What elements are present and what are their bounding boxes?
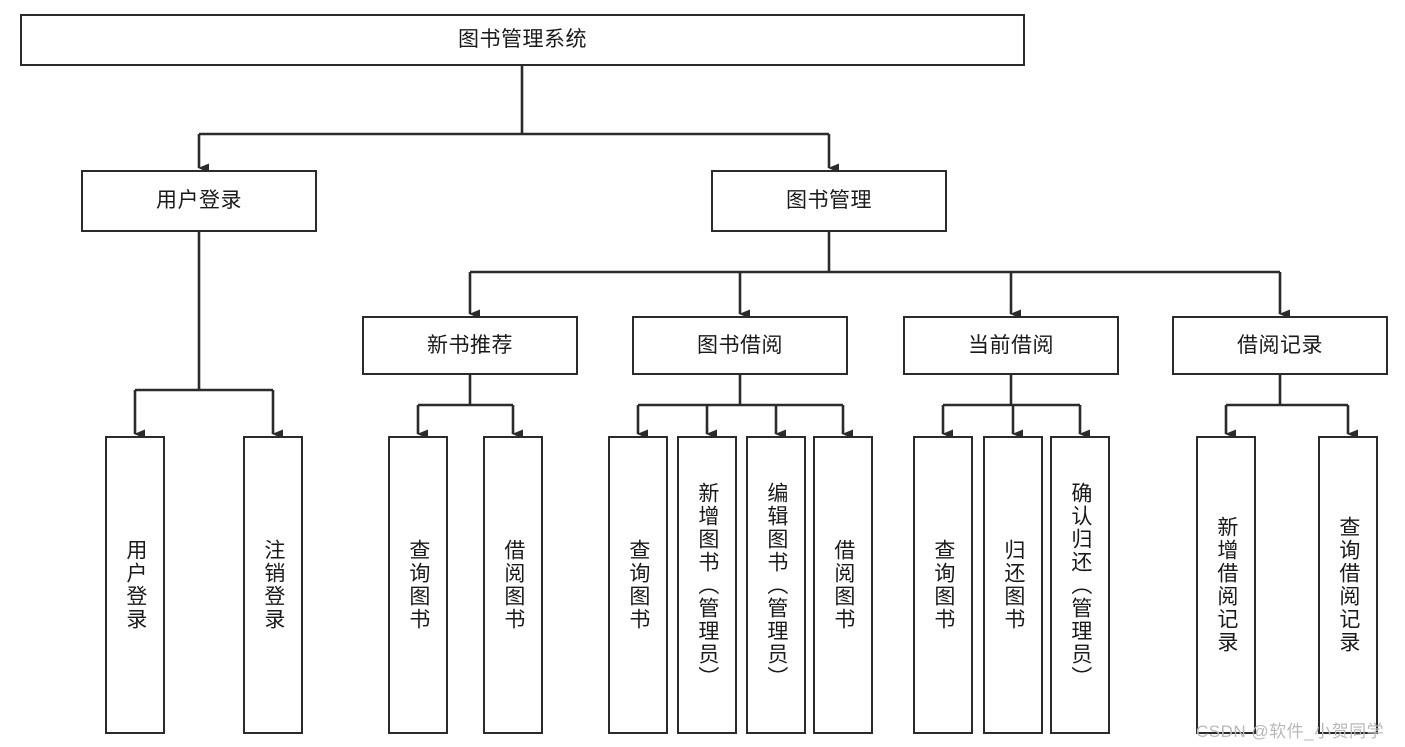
node-label: 图书管理系统	[458, 28, 587, 52]
csdn-watermark: CSDN @软件_小贺同学	[1196, 722, 1385, 741]
node-label: 图书管理	[786, 189, 872, 213]
leaf-node-leaf-query-book-current[interactable]: 查询图书	[913, 436, 973, 734]
node-label: 用户登录	[156, 189, 242, 213]
leaf-node-leaf-add-borrow-record[interactable]: 新增借阅记录	[1196, 436, 1256, 734]
node-current-borrow[interactable]: 当前借阅	[903, 316, 1119, 375]
leaf-node-leaf-user-logout[interactable]: 注销登录	[243, 436, 303, 734]
node-label: 查询图书	[931, 539, 955, 631]
node-borrow-record[interactable]: 借阅记录	[1172, 316, 1388, 375]
node-label: 新增借阅记录	[1214, 516, 1238, 654]
node-label: 注销登录	[261, 539, 285, 631]
node-label: 确认归还（管理员）	[1068, 481, 1092, 689]
leaf-node-leaf-borrow-book[interactable]: 借阅图书	[813, 436, 873, 734]
node-user-login[interactable]: 用户登录	[81, 170, 317, 232]
connector-group	[133, 66, 1358, 439]
leaf-node-leaf-add-book-admin[interactable]: 新增图书（管理员）	[677, 436, 737, 734]
node-book-borrow[interactable]: 图书借阅	[632, 316, 848, 375]
node-label: 归还图书	[1001, 539, 1025, 631]
leaf-node-leaf-query-book-rec[interactable]: 查询图书	[388, 436, 448, 734]
leaf-node-leaf-return-book[interactable]: 归还图书	[983, 436, 1043, 734]
node-new-book-recommend[interactable]: 新书推荐	[362, 316, 578, 375]
leaf-node-leaf-borrow-book-rec[interactable]: 借阅图书	[483, 436, 543, 734]
node-label: 查询图书	[626, 539, 650, 631]
node-label: 借阅图书	[501, 539, 525, 631]
node-label: 查询图书	[406, 539, 430, 631]
node-label: 新增图书（管理员）	[695, 481, 719, 689]
node-label: 当前借阅	[968, 333, 1054, 357]
node-book-manage[interactable]: 图书管理	[711, 170, 947, 232]
node-label: 新书推荐	[427, 333, 513, 357]
node-label: 编辑图书（管理员）	[764, 481, 788, 689]
leaf-node-leaf-confirm-return-admin[interactable]: 确认归还（管理员）	[1050, 436, 1110, 734]
node-label: 借阅记录	[1237, 333, 1323, 357]
leaf-node-leaf-query-borrow-record[interactable]: 查询借阅记录	[1318, 436, 1378, 734]
leaf-node-leaf-edit-book-admin[interactable]: 编辑图书（管理员）	[746, 436, 806, 734]
leaf-node-leaf-query-book-borrow[interactable]: 查询图书	[608, 436, 668, 734]
leaf-node-leaf-user-login[interactable]: 用户登录	[105, 436, 165, 734]
node-root[interactable]: 图书管理系统	[20, 14, 1025, 66]
node-label: 用户登录	[123, 539, 147, 631]
node-label: 查询借阅记录	[1336, 516, 1360, 654]
node-label: 图书借阅	[697, 333, 783, 357]
node-label: 借阅图书	[831, 539, 855, 631]
